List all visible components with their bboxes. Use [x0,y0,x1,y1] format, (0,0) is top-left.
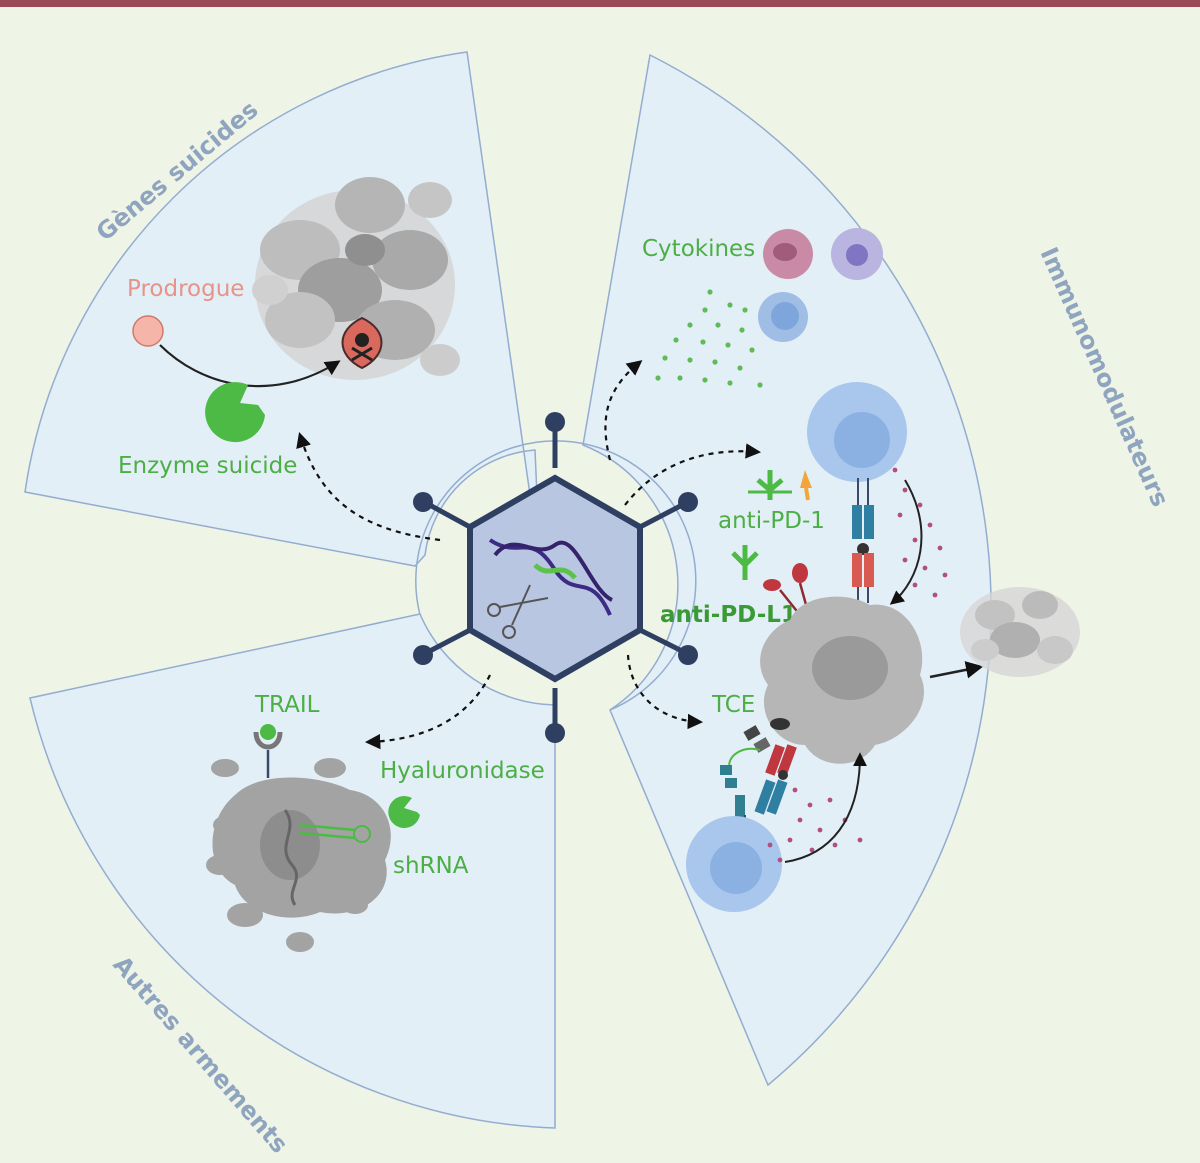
arrow-tcell-to-tumor [889,479,923,605]
anti-pd1-antibody-icon [748,470,792,500]
arrow-to-tce [626,654,704,730]
label-prodrogue: Prodrogue [127,276,244,302]
virus-halo [415,440,697,711]
tumor-cell-main [760,596,924,764]
t-cell-bottom [686,816,782,912]
tumor-cluster-suicide [252,177,460,380]
immune-cell-pink [763,229,813,279]
cytokine-dots [655,289,763,388]
scissors-icon [487,584,549,639]
arrow-to-cytokines [604,360,643,461]
trail-receptor-icon [253,724,283,778]
immune-cell-purple [831,228,883,280]
hyaluronidase-enzyme-icon [388,796,420,829]
pdl1-receptor [763,563,810,616]
label-anti-pdl1: anti-PD-L1 [660,602,797,628]
title-immunomodulateurs: Immunomodulateurs [1035,243,1175,511]
prodrogue-molecule [132,315,164,347]
arrow-tumor-to-debris [929,661,984,679]
label-cytokines: Cytokines [642,236,755,262]
tumor-cell-autres [206,758,391,952]
t-cell-top [807,382,907,482]
label-anti-pd1: anti-PD-1 [718,508,825,534]
arrow-tcell-bottom-to-tumor [784,752,867,863]
tcr-receptor-top [852,478,874,603]
enzyme-suicide-icon [205,382,265,443]
arrow-to-tcell-top [624,443,762,506]
label-enzyme-suicide: Enzyme suicide [118,453,297,479]
arrow-to-genes-suicides [296,432,441,542]
virus-capsid [467,474,643,683]
top-bar [0,0,1200,7]
label-tce: TCE [711,692,755,718]
tce-engager [720,718,790,788]
dna-helix-icon [488,538,614,616]
anti-pdl1-antibody-icon [731,545,759,580]
label-trail: TRAIL [254,692,320,718]
shrna-hairpin-icon [299,823,371,843]
pd1-receptor [800,470,812,501]
label-shrna: shRNA [393,853,469,879]
skull-poison-icon [341,316,383,370]
oncolytic-virus [413,412,698,743]
tumor-debris-right [960,587,1080,677]
label-hyaluronidase: Hyaluronidase [380,758,545,784]
immune-cell-blue-small [758,292,808,342]
granule-dots-top [892,467,948,598]
sector-immunomodulateurs [582,53,992,1087]
granule-dots-bottom [767,787,863,863]
